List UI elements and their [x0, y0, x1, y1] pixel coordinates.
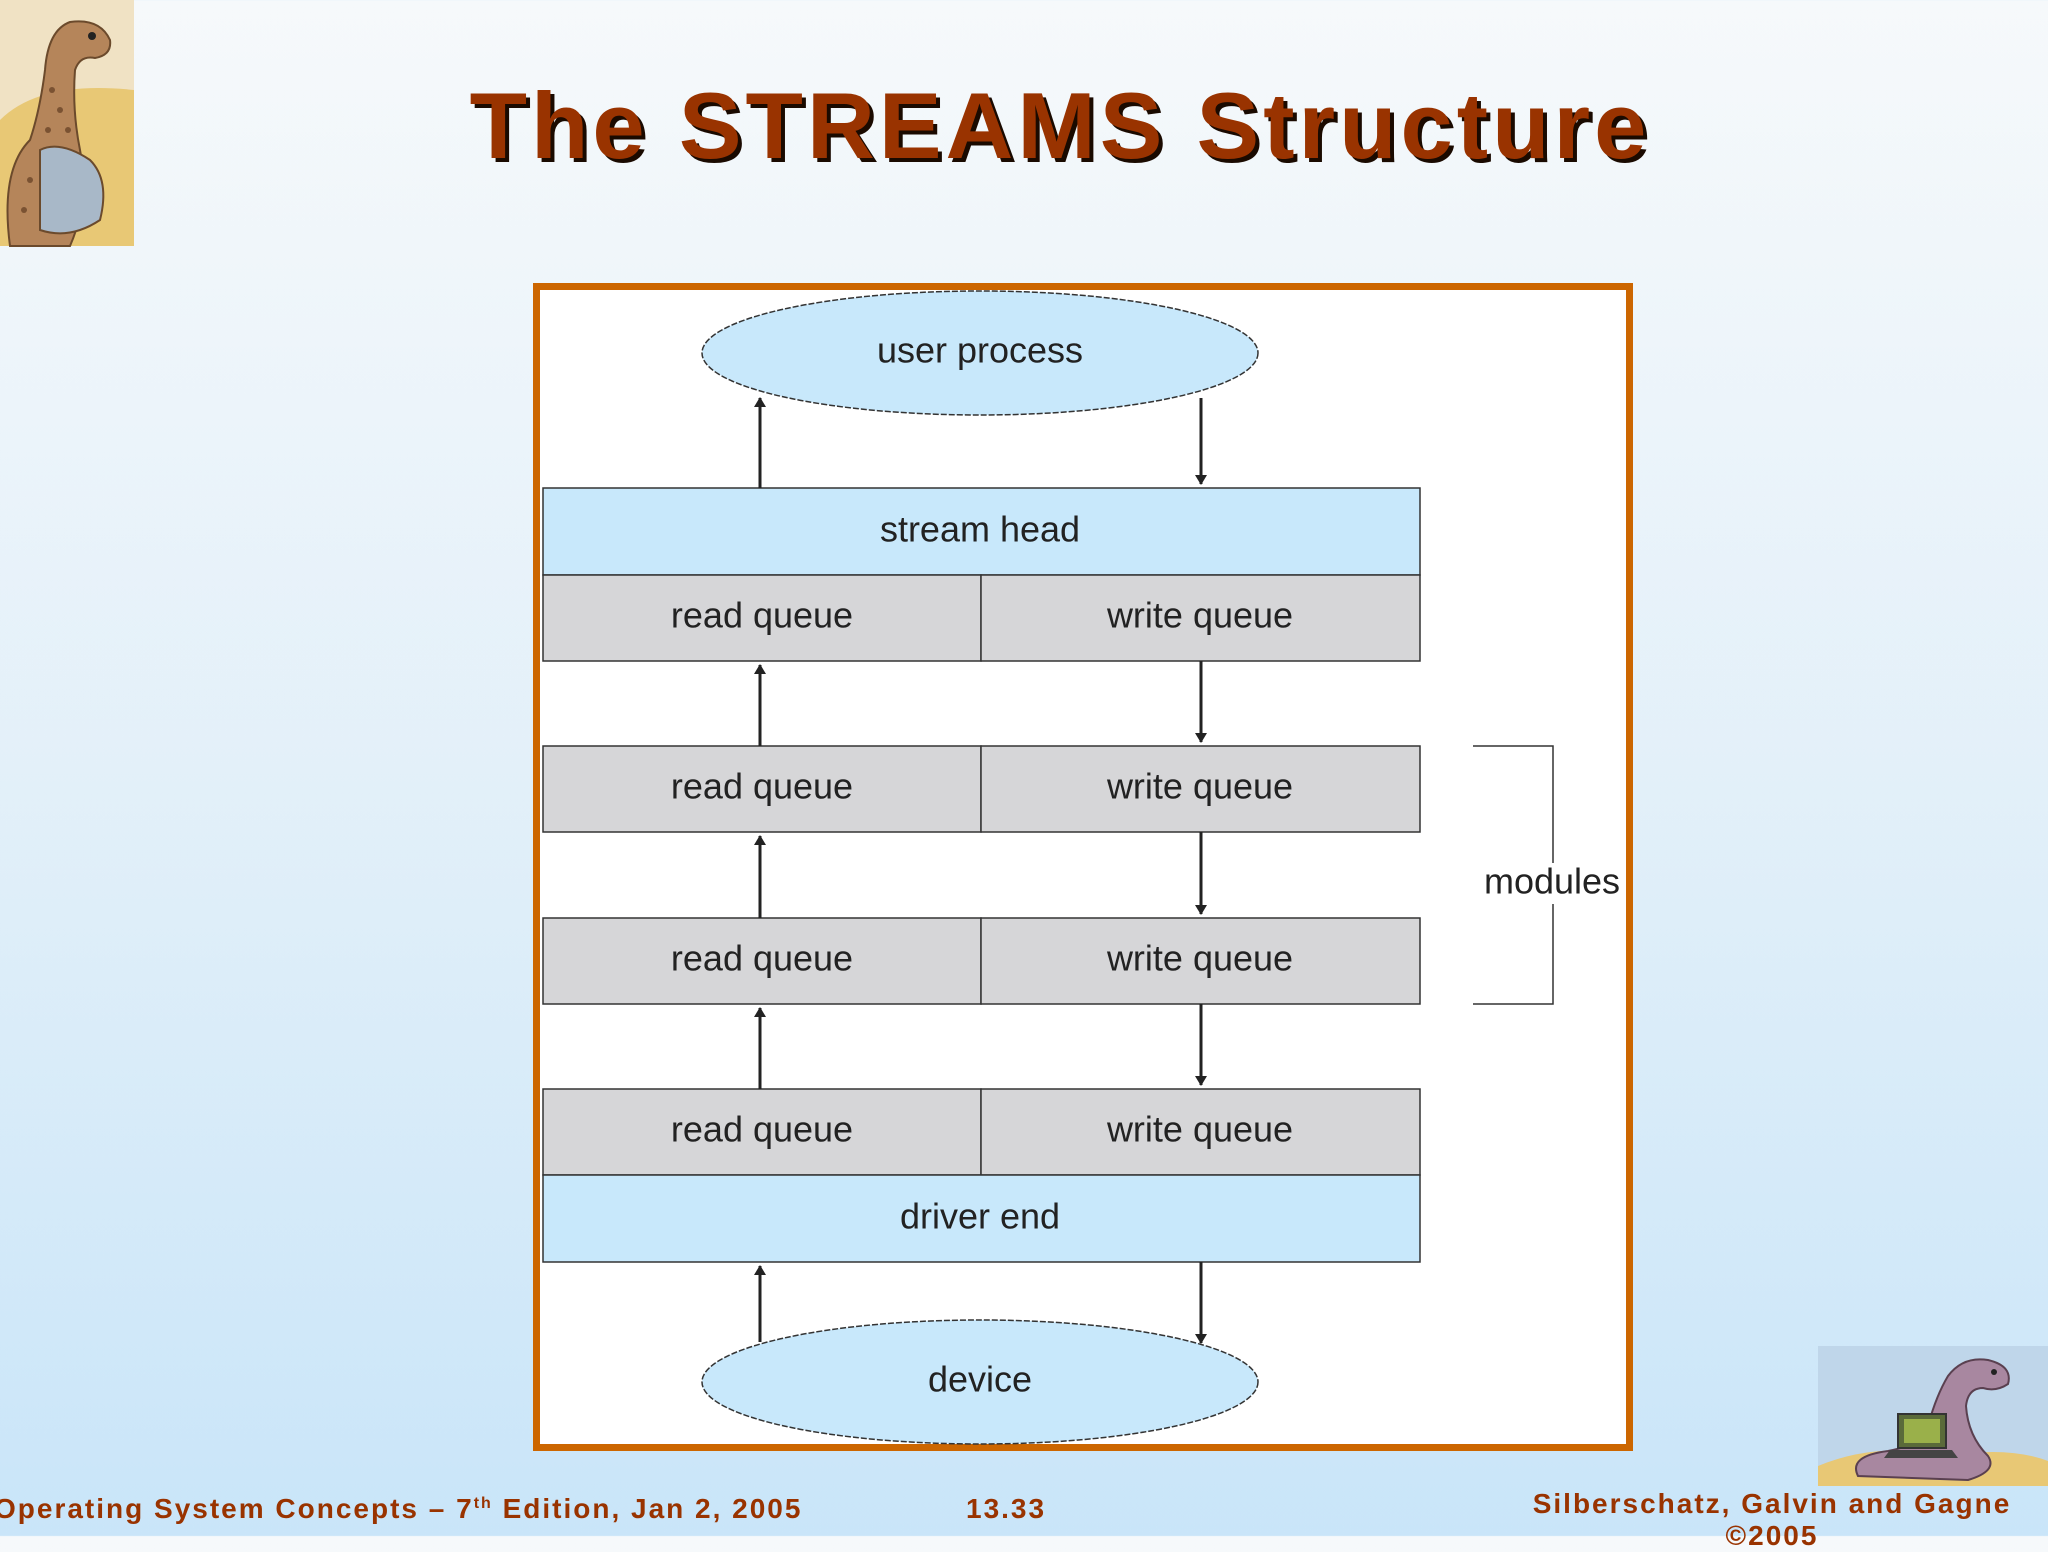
queue-row-1: read queue write queue [542, 574, 1421, 662]
user-process-node: user process [701, 290, 1259, 416]
write-queue-label: write queue [1106, 938, 1293, 979]
read-queue-label: read queue [671, 938, 853, 979]
diagram-frame: user process stream head read queue writ… [533, 283, 1633, 1451]
footer-book-suffix: Edition, Jan 2, 2005 [492, 1493, 803, 1524]
queue-row-4: read queue write queue [542, 1088, 1421, 1176]
write-queue-label: write queue [1106, 1109, 1293, 1150]
write-queue-label: write queue [1106, 595, 1293, 636]
footer-copyright: ©2005 [1725, 1520, 1819, 1551]
footer-page-number: 13.33 [966, 1493, 1047, 1524]
footer-book-prefix: Operating System Concepts – 7 [0, 1493, 474, 1524]
read-queue-label: read queue [671, 1109, 853, 1150]
footer-authors: Silberschatz, Galvin and Gagne ©2005 [1522, 1488, 2022, 1551]
modules-label: modules [1484, 861, 1620, 902]
user-process-label: user process [877, 330, 1083, 371]
footer-book-title: Operating System Concepts – 7th Edition,… [0, 1493, 800, 1525]
driver-end-node: driver end [542, 1174, 1421, 1263]
stream-head-label: stream head [880, 509, 1080, 550]
dinosaur-logo-icon [0, 0, 134, 247]
footer-edition-sup: th [473, 1495, 493, 1512]
stream-head-node: stream head [542, 487, 1421, 576]
queue-row-2: read queue write queue [542, 745, 1421, 833]
read-queue-label: read queue [671, 595, 853, 636]
modules-bracket: modules [1473, 745, 1620, 1005]
write-queue-label: write queue [1106, 766, 1293, 807]
streams-diagram: user process stream head read queue writ… [542, 290, 1620, 1445]
dinosaur-laptop-icon [1818, 1346, 2048, 1486]
driver-end-label: driver end [900, 1196, 1060, 1237]
slide-title: The STREAMS Structure [469, 73, 1651, 178]
read-queue-label: read queue [671, 766, 853, 807]
queue-row-3: read queue write queue [542, 917, 1421, 1005]
device-node: device [701, 1319, 1259, 1445]
footer-authors-names: Silberschatz, Galvin and Gagne [1532, 1488, 2012, 1519]
device-label: device [928, 1359, 1032, 1400]
